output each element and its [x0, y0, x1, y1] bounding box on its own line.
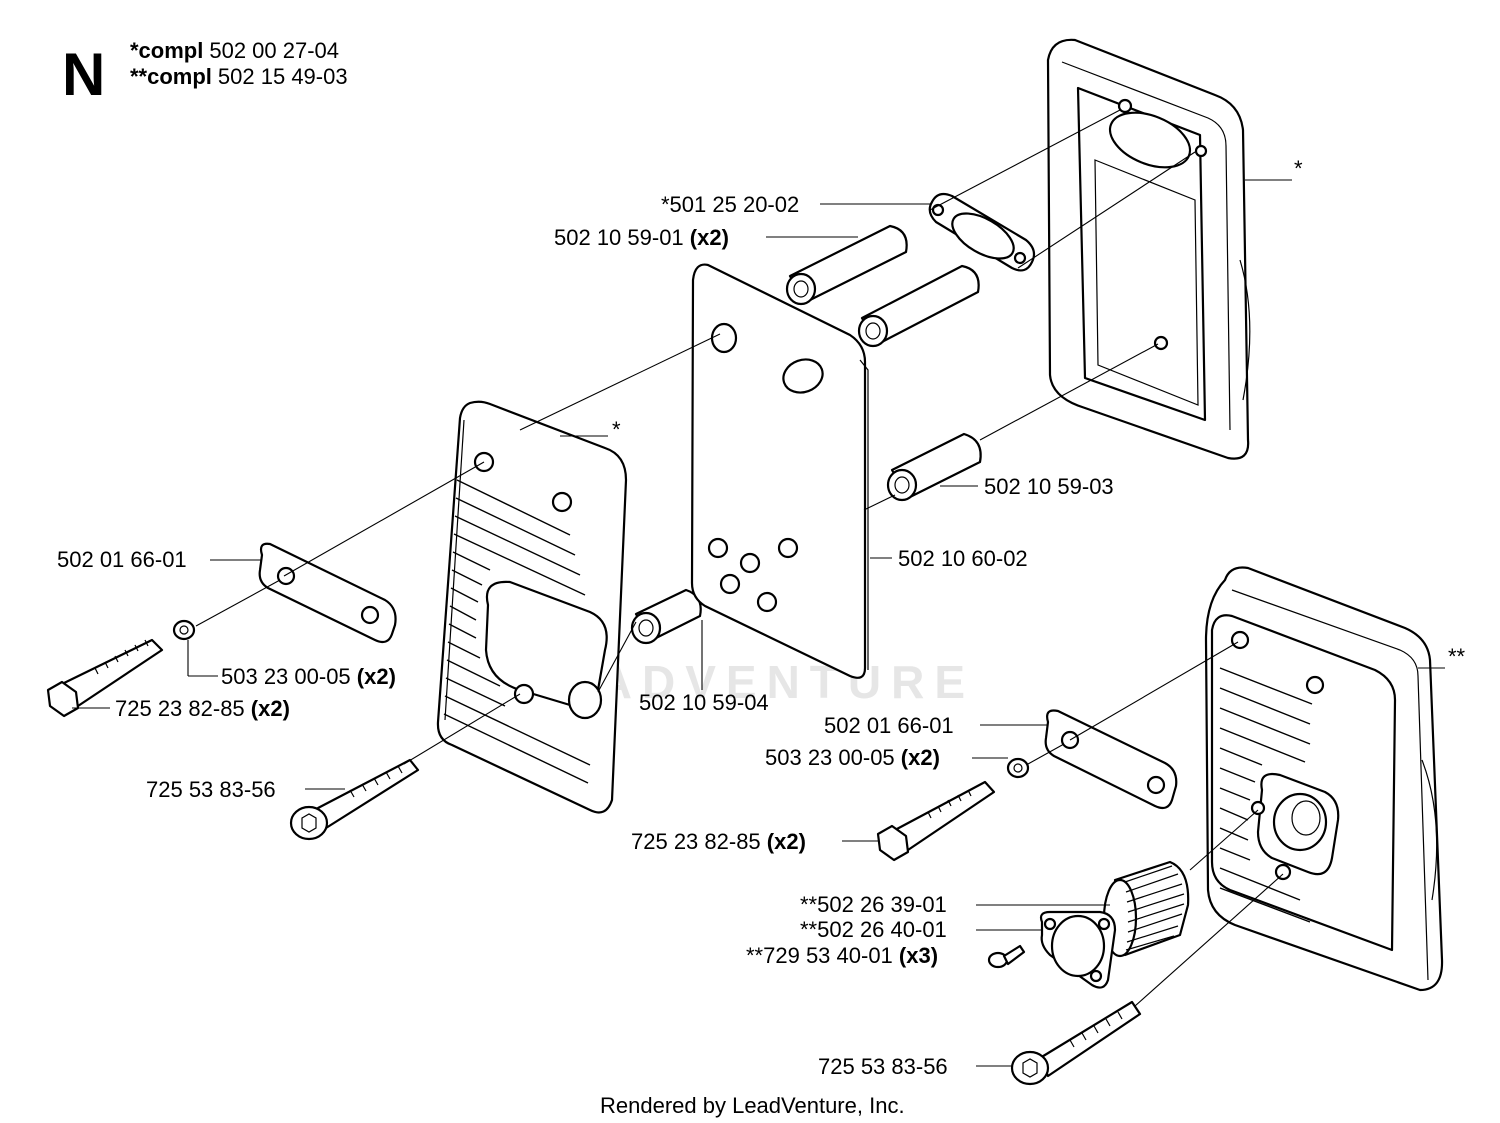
front-cover-part	[436, 400, 628, 814]
label-bracket-left: 502 01 66-01	[57, 547, 187, 572]
spacer-tube-mid	[886, 432, 982, 502]
label-spacer-top: 502 10 59-01 (x2)	[554, 225, 729, 250]
rear-housing-part	[1046, 38, 1251, 460]
label-small-screw: **729 53 40-01 (x3)	[746, 943, 938, 968]
flat-plate-part	[690, 263, 869, 679]
compl-2-number: 502 15 49-03	[218, 64, 348, 89]
front-cover-fins	[443, 479, 591, 784]
label-bolt-left: 725 23 82-85 (x2)	[115, 696, 290, 721]
compl-1-prefix: *compl	[130, 38, 203, 63]
spacer-tube-low	[630, 588, 702, 645]
label-screw-right: 725 53 83-56	[818, 1054, 948, 1079]
muffler-fins	[1219, 667, 1313, 923]
label-asterisk-muffler: **	[1448, 644, 1466, 669]
deflector-part	[1039, 910, 1117, 989]
label-asterisk-rear-housing: *	[1294, 156, 1303, 181]
gasket-part	[928, 192, 1036, 272]
screen-part	[1102, 860, 1190, 958]
compl-2-prefix: **compl	[130, 64, 212, 89]
label-washer-left: 503 23 00-05 (x2)	[221, 664, 396, 689]
label-spacer-mid: 502 10 59-03	[984, 474, 1114, 499]
label-bracket-right: 502 01 66-01	[824, 713, 954, 738]
label-asterisk-front-cover: *	[612, 417, 621, 442]
footer-credit: Rendered by LeadVenture, Inc.	[600, 1093, 905, 1118]
left-washer-part	[172, 619, 196, 641]
label-spacer-low: 502 10 59-04	[639, 690, 769, 715]
label-deflector: **502 26 40-01	[800, 917, 947, 942]
left-socket-screw-part	[289, 758, 420, 841]
compl-1-number: 502 00 27-04	[209, 38, 339, 63]
small-screw-part	[987, 944, 1026, 969]
label-bolt-right: 725 23 82-85 (x2)	[631, 829, 806, 854]
label-plate: 502 10 60-02	[898, 546, 1028, 571]
right-bolt-part	[876, 780, 996, 862]
leader-lines	[72, 109, 1445, 1067]
right-washer-part	[1006, 757, 1030, 779]
part-labels: *501 25 20-02 502 10 59-01 (x2) * * 502 …	[57, 156, 1466, 1079]
spacer-tube-top-1	[785, 224, 908, 306]
spacer-tube-top-2	[857, 264, 980, 348]
left-bolt-part	[46, 638, 164, 718]
right-socket-screw-part	[1010, 1000, 1142, 1086]
label-screw-left: 725 53 83-56	[146, 777, 276, 802]
label-screen: **502 26 39-01	[800, 892, 947, 917]
label-gasket-top: *501 25 20-02	[661, 192, 799, 217]
left-bracket-part	[258, 542, 397, 644]
muffler-part	[1204, 566, 1444, 992]
right-bracket-part	[1044, 709, 1178, 810]
section-letter: N	[62, 41, 105, 108]
label-washer-right: 503 23 00-05 (x2)	[765, 745, 940, 770]
